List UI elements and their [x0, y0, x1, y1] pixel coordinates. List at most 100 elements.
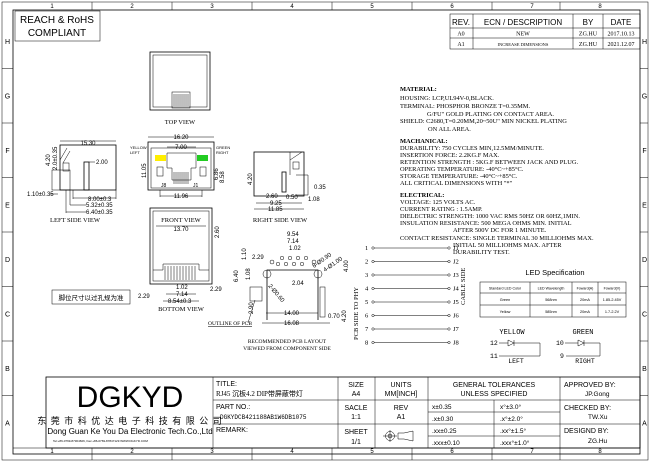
- notes-line: CURRENT RATING : 1.5AMP.: [400, 206, 483, 213]
- row-label: C: [642, 312, 647, 319]
- sheet-value: 1/1: [351, 439, 361, 446]
- tolerance-value: x°±3.0°: [500, 403, 521, 411]
- rev-label: REV: [394, 405, 409, 412]
- led-table-cell: Yellow: [500, 310, 511, 314]
- column-label: 1: [50, 449, 54, 455]
- row-label: E: [642, 203, 647, 210]
- pcb-pin-number: 5: [365, 299, 368, 306]
- pcb-pin-number: 4: [365, 286, 369, 293]
- column-label: 6: [450, 449, 454, 455]
- row-label: C: [5, 312, 10, 319]
- notes-line: SHIELD: C2680,T=0.20MM,20~50U" MIN NICKE…: [400, 118, 567, 125]
- dim-label: 8.54±0.3: [168, 299, 192, 305]
- dim-label: 6.86: [214, 168, 220, 180]
- pcb-layout-title: RECOMMENDED PCB LAYOUT: [248, 339, 327, 345]
- notes-line: RETENTION STRENGTH : 5KG.F BETWEEN JACK …: [400, 159, 578, 166]
- pin-label: 9: [560, 353, 564, 360]
- cable-side-label: CABLE SIDE: [460, 268, 467, 305]
- row-label: E: [5, 203, 10, 210]
- led-table-header: Standard LED Color: [489, 287, 522, 291]
- dim-label: 13.70: [173, 227, 189, 233]
- cable-pin-label: J4: [453, 286, 460, 293]
- specification-notes: MATERIAL:HOUSING: LCP,UL94V-0,BLACK.TERM…: [400, 86, 594, 256]
- yellow-led-label: YELLOW: [130, 145, 147, 150]
- left-label: LEFT: [130, 150, 140, 155]
- notes-line: DURABILITY: 750 CYCLES MIN,12.5MM/MINUTE…: [400, 145, 544, 152]
- company-logo: DGKYD: [77, 381, 184, 414]
- dim-label: 1.08: [246, 268, 252, 280]
- row-label: H: [642, 39, 647, 46]
- pcb-side-label: PCB SIDE TO PHY: [353, 287, 360, 340]
- led-table-cell: 1.7-2.2V: [605, 310, 620, 314]
- cable-pin-label: J1: [453, 245, 459, 252]
- top-view-label: TOP VIEW: [165, 119, 196, 126]
- notes-line: OPERATING TEMPERATURE: -40°C~+85°C.: [400, 166, 524, 173]
- pcb-pin-number: 7: [365, 326, 369, 333]
- dim-label: 8.58: [220, 171, 226, 183]
- pcb-hole: [279, 255, 285, 261]
- title-label: TITLE:: [216, 381, 237, 388]
- notes-line: AFTER 500V DC FOR 1 MINUTE.: [453, 227, 547, 234]
- left-circuit-label: LEFT: [508, 358, 524, 365]
- dim-label: 1.08: [308, 197, 320, 203]
- dim-label: 5.32±0.35: [86, 203, 113, 209]
- pcb-layout-subtitle: VIEWED FROM COMPONENT SIDE: [243, 346, 331, 352]
- units-value: MM[INCH]: [385, 391, 418, 398]
- pcb-pin-number: 8: [365, 340, 368, 347]
- notes-heading: MACHANICAL:: [400, 138, 448, 145]
- right-label: RIGHT: [216, 150, 229, 155]
- column-label: 8: [598, 4, 602, 10]
- tolerance-value: .xxx±0.10: [432, 440, 460, 447]
- notes-line: G/FU" GOLD PLATING ON CONTACT AREA.: [427, 111, 554, 118]
- row-label: B: [642, 366, 647, 373]
- designed-label: DESIGND BY:: [564, 428, 609, 435]
- title-block: DGKYD 东 莞 市 科 优 达 电 子 科 技 有 限 公 司 Dong G…: [37, 376, 641, 449]
- dim-label: 11.85: [268, 207, 283, 213]
- company-name-en: Dong Guan Ke You Da Electronic Tech.Co.,…: [47, 427, 212, 436]
- compliance-line-1: REACH & RoHS: [20, 15, 94, 26]
- notes-line: STORAGE TEMPERATURE: -40°C~+85°C.: [400, 173, 518, 180]
- dim-label: 4.20: [342, 310, 348, 322]
- dim-label: 7.14: [176, 292, 188, 298]
- pcb-hole: [299, 261, 305, 267]
- size-label: SIZE: [348, 382, 364, 389]
- dim-label: 2.0±0.35: [53, 146, 59, 170]
- tolerance-value: .xx°±1.5°: [500, 427, 527, 435]
- notes-line: HOUSING: LCP,UL94V-0,BLACK.: [400, 95, 494, 102]
- bottom-view-label: BOTTOM VIEW: [158, 306, 205, 313]
- pcb-hole: [269, 259, 275, 265]
- dim-label: 1.10±0.35: [27, 192, 54, 198]
- notes-line: CONTACT RESISTANCE: SINGLE TERMINAL 30 M…: [400, 235, 594, 242]
- dim-label: 4.20: [248, 173, 254, 185]
- date-header: DATE: [611, 18, 632, 27]
- compliance-box: REACH & RoHS COMPLIANT: [14, 10, 101, 42]
- by-header: BY: [583, 18, 594, 27]
- compliance-line-2: COMPLIANT: [28, 28, 86, 39]
- column-label: 5: [370, 449, 374, 455]
- by-cell: ZG.HU: [579, 42, 598, 48]
- tolerance-value: x±0.35: [432, 404, 452, 411]
- notes-line: DIELECTRIC STRENGTH: 1000 VAC RMS 50HZ O…: [400, 213, 580, 220]
- date-cell: 2017.10.13: [608, 32, 635, 38]
- ecn-cell: NEW: [516, 32, 530, 38]
- dim-label: 9.25: [270, 201, 282, 207]
- column-label: 3: [210, 449, 214, 455]
- cable-pin-label: J7: [453, 326, 460, 333]
- notes-line: INSERTION FORCE: 2.2KG.F MAX.: [400, 152, 500, 159]
- rev-header: REV.: [452, 18, 470, 27]
- checked-value: TW.Xu: [588, 414, 608, 421]
- dim-label: 14.00: [284, 311, 300, 317]
- outline-of-pcb-label: OUTLINE OF PCB: [208, 321, 252, 327]
- pcb-hole: [291, 261, 297, 267]
- pcb-hole: [275, 261, 281, 267]
- cable-pin-label: J2: [453, 259, 459, 266]
- dim-label: 15.30: [80, 141, 96, 147]
- dim-label: 11.05: [142, 163, 148, 178]
- tolerance-value: .x±0.30: [432, 416, 454, 423]
- remark-label: REMARK:: [216, 427, 248, 434]
- led-table-cell: 585nm: [545, 310, 557, 314]
- column-label: 6: [450, 4, 454, 10]
- scale-label: SACLE: [345, 405, 368, 412]
- column-label: 7: [530, 449, 534, 455]
